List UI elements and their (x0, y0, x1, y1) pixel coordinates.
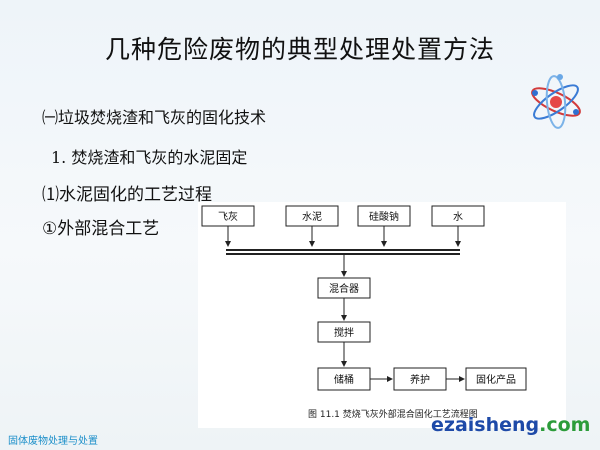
footer-course-name: 固体废物处理与处置 (8, 436, 98, 447)
mixer-label: 混合器 (329, 282, 359, 295)
product-box (465, 367, 527, 391)
slide-title: 几种危险废物的典型处理处置方法 (104, 35, 495, 64)
subsection-heading: 1. 焚烧渣和飞灰的水泥固定 (51, 148, 248, 167)
section-heading: ㈠垃圾焚烧渣和飞灰的固化技术 (42, 108, 267, 127)
input-label-sodium-silicate: 硅酸钠 (369, 210, 399, 223)
process-flow-diagram: 飞灰 水泥 硅酸钠 水 混合器 搅拌 储桶 养护 固化产品 图 11.1 焚烧飞… (198, 202, 566, 428)
watermark-name: ezaisheng (431, 414, 540, 436)
input-label-water: 水 (453, 211, 463, 223)
atom-icon (531, 74, 581, 129)
input-label-cement: 水泥 (302, 210, 322, 223)
storage-label: 储桶 (334, 373, 354, 386)
watermark-domain: .com (539, 414, 591, 436)
input-label-fly-ash: 飞灰 (218, 210, 238, 223)
process-heading: ⑴水泥固化的工艺过程 (42, 185, 212, 205)
product-label: 固化产品 (476, 373, 516, 386)
figure-caption: 图 11.1 焚烧飞灰外部混合固化工艺流程图 (308, 408, 478, 420)
curing-label: 养护 (410, 373, 430, 386)
site-watermark: ezaisheng.com (431, 414, 590, 436)
stirring-label: 搅拌 (334, 326, 354, 339)
process-type-heading: ①外部混合工艺 (42, 219, 160, 239)
